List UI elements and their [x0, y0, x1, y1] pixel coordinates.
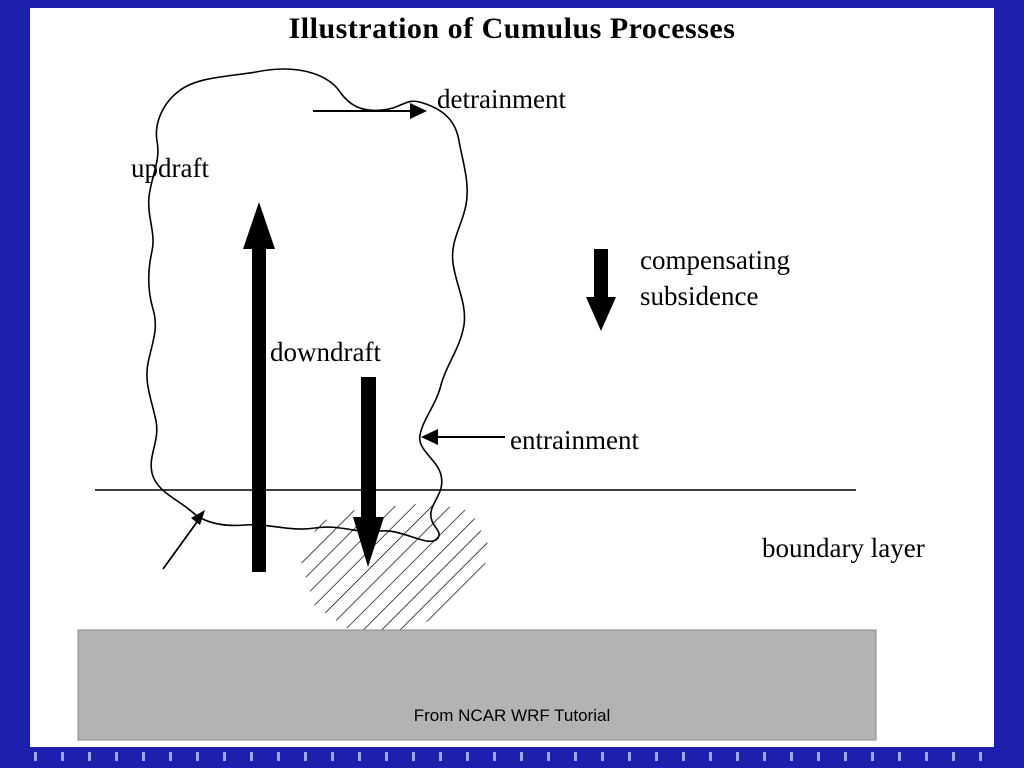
ground-rect: [77, 629, 877, 741]
label-entrainment: entrainment: [510, 425, 639, 455]
label-downdraft: downdraft: [270, 337, 381, 367]
label-compensating-subsidence: compensating subsidence: [640, 242, 790, 314]
label-compensating-line2: subsidence: [640, 281, 759, 311]
attribution-text: From NCAR WRF Tutorial: [413, 706, 611, 725]
subsidence-arrow: [586, 249, 616, 331]
label-detrainment: detrainment: [437, 84, 566, 114]
downdraft-outflow-hatch: [300, 503, 489, 634]
cloud-base-pointer-arrow: [162, 510, 205, 570]
slide-title: Illustration of Cumulus Processes: [288, 12, 736, 45]
detrainment-arrow: [313, 103, 427, 119]
slide-background: [30, 8, 994, 747]
label-compensating-line1: compensating: [640, 245, 790, 275]
updraft-arrow: [243, 202, 275, 572]
entrainment-arrow: [421, 429, 505, 445]
label-boundary-layer: boundary layer: [762, 533, 925, 563]
cloud-outline: [146, 68, 468, 543]
downdraft-arrow: [353, 377, 384, 567]
label-updraft: updraft: [131, 153, 209, 183]
footer-ticker: [34, 752, 990, 761]
